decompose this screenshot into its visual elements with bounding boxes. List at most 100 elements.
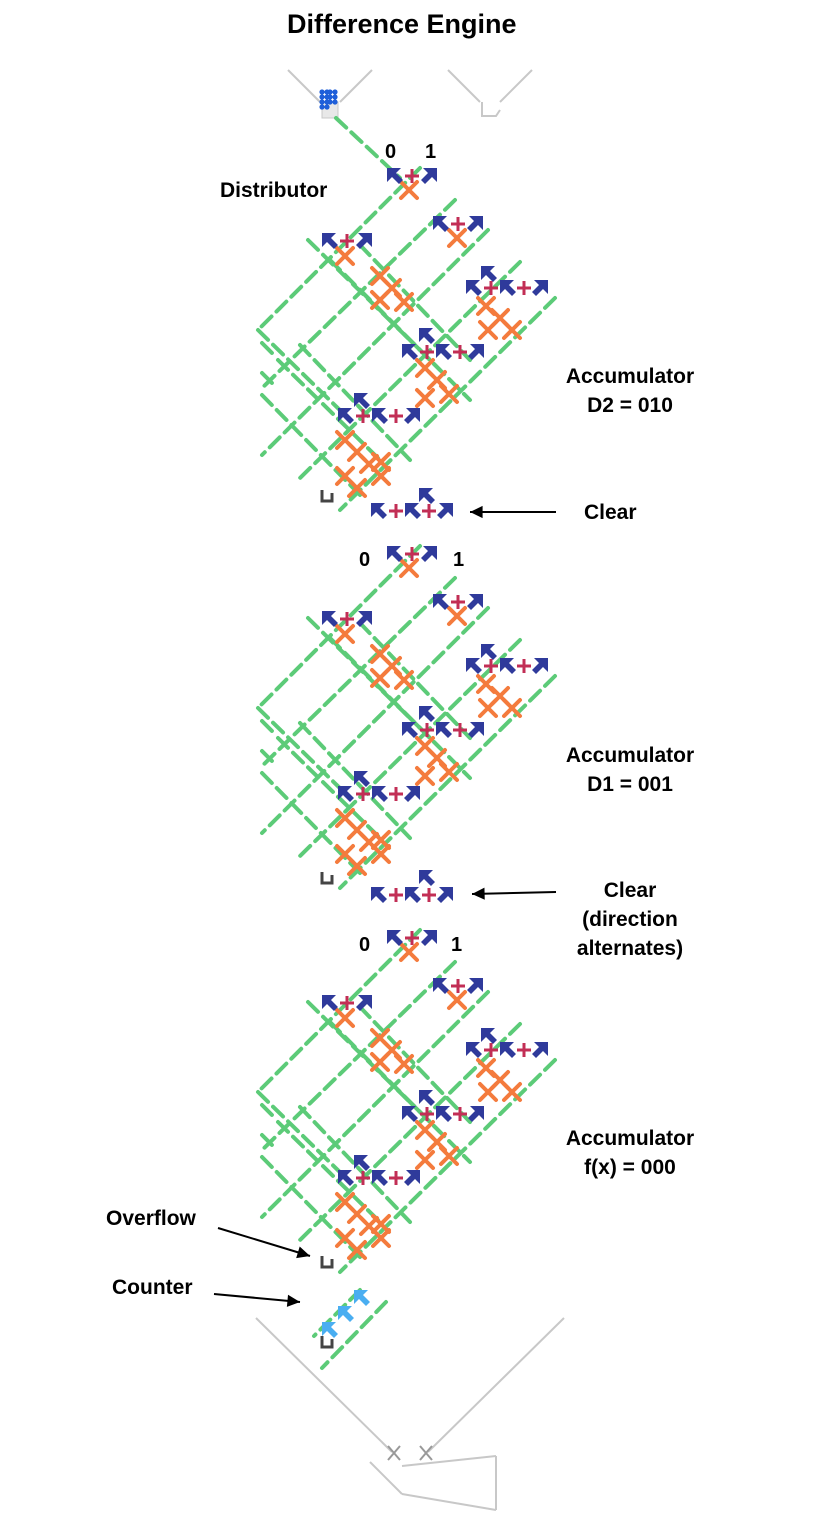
counter-bit-icon xyxy=(338,1306,354,1322)
bit-right-icon xyxy=(468,722,484,738)
track-segment xyxy=(298,1105,412,1224)
bit-label-one-3: 1 xyxy=(451,934,463,956)
page-title: Difference Engine xyxy=(287,9,517,39)
bit-left-icon xyxy=(419,870,435,886)
track-segment xyxy=(358,243,472,362)
bit-left-icon xyxy=(354,1155,370,1171)
track-segment xyxy=(298,1022,522,1242)
ball xyxy=(332,89,338,95)
bit-left-icon xyxy=(466,658,482,674)
crossover-icon xyxy=(447,606,467,626)
track-segment xyxy=(298,343,412,462)
gear-icon xyxy=(517,659,531,673)
bit-left-icon xyxy=(419,328,435,344)
gear-icon xyxy=(389,409,403,423)
track-segment xyxy=(298,721,412,840)
frame-wall xyxy=(401,1493,497,1511)
counter-bit-icon xyxy=(354,1290,370,1306)
track-segment xyxy=(258,576,457,770)
bit-left-icon xyxy=(419,1090,435,1106)
ball xyxy=(319,89,325,95)
bit-left-icon xyxy=(405,503,421,519)
track-segment xyxy=(320,1300,388,1370)
track-segment xyxy=(260,1133,278,1151)
gear-icon xyxy=(453,723,467,737)
crossover-icon xyxy=(478,320,498,340)
gear-icon xyxy=(389,787,403,801)
bit-label-zero-3: 0 xyxy=(359,934,371,956)
bit-left-icon xyxy=(500,1042,516,1058)
crossover-icon xyxy=(371,452,391,472)
gear-icon xyxy=(420,723,434,737)
clear-alternate-label: Clear (direction alternates) xyxy=(550,876,710,963)
gear-icon xyxy=(405,931,419,945)
bit-left-icon xyxy=(405,887,421,903)
bit-right-icon xyxy=(404,786,420,802)
crossover-icon xyxy=(394,1054,414,1074)
ball xyxy=(319,104,325,110)
track-segment xyxy=(358,1005,472,1124)
crossover-icon xyxy=(371,830,391,850)
bit-right-icon xyxy=(356,611,372,627)
bit-right-icon xyxy=(467,216,483,232)
right-hopper-catch xyxy=(481,102,501,117)
crossover-icon xyxy=(447,228,467,248)
track-segment xyxy=(258,960,457,1154)
bit-left-icon xyxy=(387,546,403,562)
accumulator-heading: Accumulator xyxy=(565,365,695,388)
arrow-shaft xyxy=(471,891,557,895)
crossover-icon xyxy=(371,1228,391,1248)
track-segment xyxy=(358,621,472,740)
crossover-icon xyxy=(399,180,419,200)
bit-left-icon xyxy=(436,344,452,360)
crossover-icon xyxy=(394,292,414,312)
bit-left-icon xyxy=(372,786,388,802)
bit-left-icon xyxy=(500,658,516,674)
ball xyxy=(324,104,330,110)
bit-right-icon xyxy=(356,233,372,249)
bit-left-icon xyxy=(322,995,338,1011)
gear-icon xyxy=(389,504,403,518)
gear-icon xyxy=(484,1043,498,1057)
gear-icon xyxy=(451,217,465,231)
crossover-icon xyxy=(439,1146,459,1166)
ball xyxy=(332,99,338,105)
track-segment xyxy=(338,296,557,512)
crossover-icon xyxy=(478,1082,498,1102)
arrow-head-icon xyxy=(286,1294,300,1307)
bit-left-icon xyxy=(372,1170,388,1186)
bit-left-icon xyxy=(402,1106,418,1122)
track-segment xyxy=(260,606,490,835)
bit-left-icon xyxy=(433,216,449,232)
gear-icon xyxy=(517,1043,531,1057)
bit-left-icon xyxy=(436,1106,452,1122)
crossover-icon xyxy=(335,246,355,266)
bit-left-icon xyxy=(466,280,482,296)
crossover-icon xyxy=(447,990,467,1010)
crossover-icon xyxy=(394,670,414,690)
bit-and-gear-pieces xyxy=(320,168,548,1349)
gear-icon xyxy=(420,345,434,359)
bit-right-icon xyxy=(532,1042,548,1058)
track-segment xyxy=(260,371,278,389)
bit-left-icon xyxy=(387,168,403,184)
crossover-icon xyxy=(347,478,367,498)
crossover-icon xyxy=(371,1214,391,1234)
bit-left-icon xyxy=(371,503,387,519)
bit-right-icon xyxy=(437,503,453,519)
annotation-arrows xyxy=(213,505,557,1307)
crossover-icon xyxy=(502,320,522,340)
counter-label: Counter xyxy=(112,1276,193,1299)
gear-icon xyxy=(389,1171,403,1185)
bottom-gate-icon xyxy=(419,1445,433,1461)
bit-right-icon xyxy=(437,887,453,903)
bit-right-icon xyxy=(532,280,548,296)
track-segment xyxy=(260,228,490,457)
bit-left-icon xyxy=(436,722,452,738)
alternates-line: alternates) xyxy=(576,937,684,960)
bit-right-icon xyxy=(421,546,437,562)
crossover-icon xyxy=(415,1150,435,1170)
bit-left-icon xyxy=(481,644,497,660)
bit-label-zero-2: 0 xyxy=(359,549,371,571)
